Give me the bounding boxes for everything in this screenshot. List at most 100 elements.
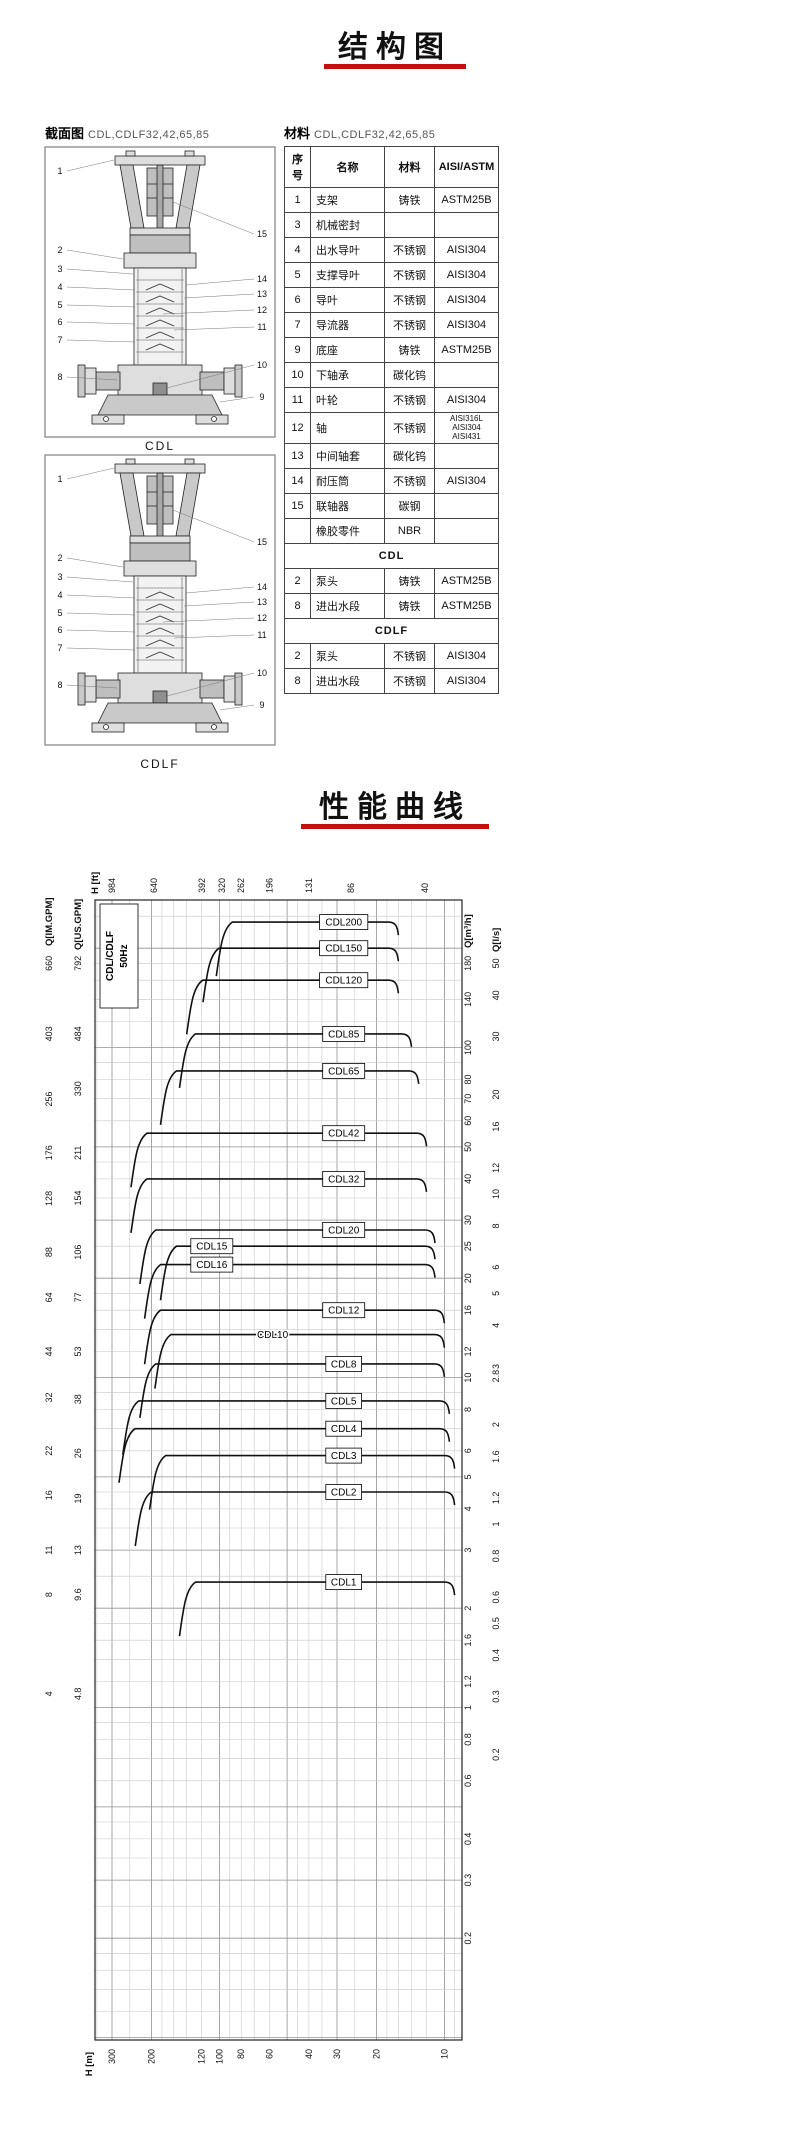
axis-tick: 1.6: [463, 1634, 473, 1647]
bolt-hole: [103, 416, 109, 422]
performance-title: 性能曲线: [319, 791, 471, 824]
materials-cell-astm: AISI304: [434, 387, 499, 413]
pump-curve-CDL200: [215, 921, 400, 977]
callout-leader: [166, 672, 255, 697]
materials-cell-no: 2: [284, 567, 311, 594]
materials-cell-name: 泵头: [310, 642, 385, 669]
axis-tick: 10: [463, 1373, 473, 1383]
curve-label-CDL3: CDL3: [331, 1451, 357, 1462]
axis-tick: 22: [44, 1446, 54, 1456]
axis-tick: 1.2: [463, 1675, 473, 1688]
axis-tick: 100: [463, 1040, 473, 1055]
axis-tick: 30: [491, 1032, 501, 1042]
axis-tick: 1.2: [491, 1492, 501, 1505]
materials-cell-astm: [434, 517, 499, 544]
axis-tick: 16: [463, 1305, 473, 1315]
axis-tick: 77: [73, 1292, 83, 1302]
curve-label-CDL4: CDL4: [331, 1424, 357, 1435]
performance-title-underline: [301, 824, 489, 829]
materials-cell-name: 进出水段: [310, 667, 385, 694]
curve-label-box: [325, 1484, 362, 1500]
materials-cell-name: 支撑导叶: [310, 262, 385, 288]
materials-cell-name: 泵头: [310, 567, 385, 594]
callout-number: 11: [257, 630, 266, 640]
callout-number: 6: [57, 625, 62, 635]
callout-number: 8: [57, 680, 62, 690]
axis-tick: 2.8: [491, 1370, 501, 1383]
materials-cell-mat: 不锈钢: [384, 412, 435, 444]
stool-base-bar: [129, 227, 191, 236]
axis-tick: 53: [73, 1346, 83, 1356]
materials-cell-mat: 不锈钢: [384, 642, 435, 669]
materials-cell-name: 导流器: [310, 312, 385, 338]
bolt-hole: [211, 416, 217, 422]
pump-curve-CDL32: [130, 1178, 428, 1234]
axis-tick: 1: [463, 1705, 473, 1710]
materials-cell-name: 中间轴套: [310, 442, 385, 469]
axis-tick: 1: [491, 1521, 501, 1526]
materials-cell-astm: AISI304: [434, 312, 499, 338]
axis-tick: 80: [463, 1075, 473, 1085]
section-diagram-label: 截面图: [45, 126, 85, 141]
axis-tick: 140: [463, 992, 473, 1007]
axis-tick: 984: [107, 878, 117, 893]
materials-cell-mat: NBR: [384, 517, 435, 544]
callout-leader: [66, 268, 134, 275]
axis-tick: 30: [463, 1215, 473, 1225]
materials-cell-no: 10: [284, 362, 311, 388]
frequency-box-hz: 50Hz: [119, 944, 130, 967]
callout-number: 4: [57, 282, 62, 292]
axis-tick: 792: [73, 956, 83, 971]
callout-leader: [172, 509, 255, 543]
curve-label-box: [190, 1256, 234, 1273]
axis-label-q-m3h: Q[m³/h]: [463, 914, 474, 948]
axis-tick: 5: [463, 1474, 473, 1479]
axis-tick: 40: [420, 883, 430, 893]
diagram-frame: [44, 146, 276, 438]
axis-tick: 8: [491, 1223, 501, 1228]
axis-tick: 40: [304, 2049, 314, 2059]
materials-cell-name: 出水导叶: [310, 237, 385, 263]
pump-cross-section-cdlf: [44, 454, 276, 746]
section-diagram-models: CDL,CDLF32,42,65,85: [88, 129, 210, 141]
curve-label-CDL15: CDL15: [196, 1242, 228, 1253]
curve-label-box: [322, 1170, 366, 1187]
curve-label-box: [325, 1574, 362, 1590]
bolt-nub: [125, 150, 136, 157]
axis-tick: 20: [491, 1090, 501, 1100]
callout-leader: [66, 376, 118, 381]
pump-curve-CDL42: [130, 1132, 428, 1188]
axis-tick: 8: [44, 1592, 54, 1597]
impeller-icon: [145, 307, 175, 315]
materials-cell-astm: AISI304: [434, 667, 499, 694]
curve-label-CDL200: CDL200: [325, 918, 362, 929]
callout-leader: [162, 617, 255, 623]
axis-tick: 330: [73, 1081, 83, 1096]
materials-group-header: CDL: [284, 542, 499, 569]
pump-curve-CDL4: [118, 1427, 451, 1483]
callout-number: 9: [259, 392, 264, 402]
axis-tick: 2: [491, 1422, 501, 1427]
impeller-icon: [145, 319, 175, 327]
axis-tick: 9.6: [73, 1588, 83, 1601]
pump-curve-CDL1: [178, 1581, 456, 1637]
materials-cell-no: 12: [284, 412, 311, 444]
callout-number: 3: [57, 572, 62, 582]
flange-neck-right: [223, 367, 237, 395]
callout-leader: [185, 586, 255, 594]
callout-number: 12: [257, 305, 267, 315]
materials-cell-no: 7: [284, 312, 311, 338]
axis-tick: 131: [304, 878, 314, 893]
materials-cell-astm: [434, 492, 499, 519]
axis-tick: 3: [491, 1364, 501, 1369]
materials-col-header: 材料: [384, 146, 435, 188]
